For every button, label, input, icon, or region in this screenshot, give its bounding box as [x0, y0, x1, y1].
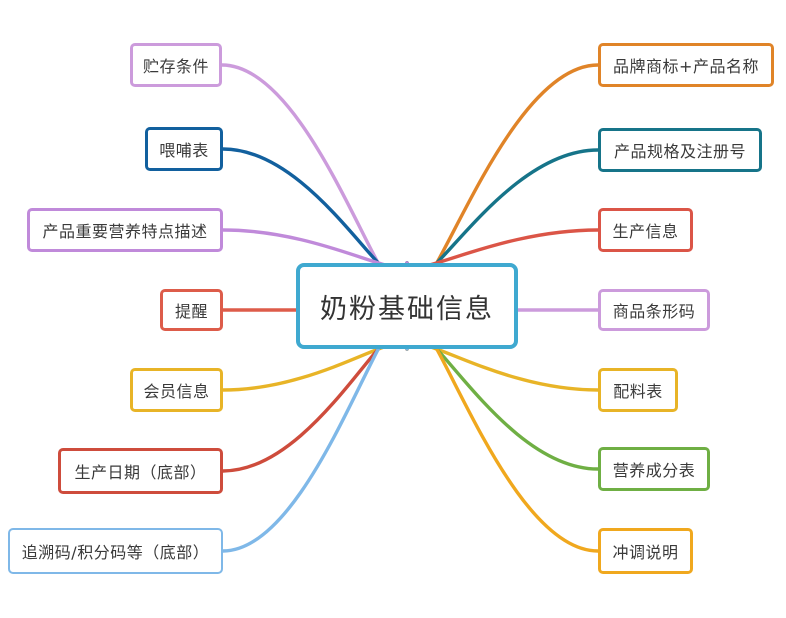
branch-node-label: 冲调说明 — [612, 543, 679, 562]
connector-spec-registration-no — [405, 148, 600, 281]
branch-node-label: 生产日期（底部） — [74, 463, 207, 482]
branch-node-reminder[interactable]: 提醒 — [160, 289, 223, 331]
branch-node-nutrition-feature-desc[interactable]: 产品重要营养特点描述 — [27, 208, 223, 252]
connector-brand-product-name — [405, 63, 600, 293]
branch-node-label: 提醒 — [174, 302, 208, 321]
branch-node-label: 商品条形码 — [612, 302, 696, 321]
branch-node-brand-product-name[interactable]: 品牌商标+产品名称 — [598, 43, 774, 87]
connector-member-info — [221, 341, 409, 392]
branch-node-barcode[interactable]: 商品条形码 — [598, 289, 710, 331]
connector-nutrition-table — [405, 330, 600, 471]
central-node-label: 奶粉基础信息 — [320, 293, 494, 325]
branch-node-member-info[interactable]: 会员信息 — [130, 368, 223, 412]
connector-preparation-instructions — [405, 318, 600, 553]
branch-node-label: 配料表 — [613, 382, 663, 401]
central-node[interactable]: 奶粉基础信息 — [296, 263, 518, 349]
branch-node-label: 品牌商标+产品名称 — [613, 57, 759, 76]
branch-node-label: 追溯码/积分码等（底部） — [21, 543, 210, 562]
branch-node-nutrition-table[interactable]: 营养成分表 — [598, 447, 710, 491]
branch-node-label: 产品规格及注册号 — [613, 142, 746, 161]
branch-node-preparation-instructions[interactable]: 冲调说明 — [598, 528, 693, 574]
branch-node-label: 生产信息 — [612, 222, 679, 241]
branch-node-production-date-bottom[interactable]: 生产日期（底部） — [58, 448, 223, 494]
branch-node-storage-conditions[interactable]: 贮存条件 — [130, 43, 222, 87]
branch-node-label: 营养成分表 — [612, 461, 696, 480]
branch-node-label: 喂哺表 — [159, 141, 209, 160]
branch-node-label: 产品重要营养特点描述 — [42, 222, 208, 241]
branch-node-ingredients-list[interactable]: 配料表 — [598, 368, 678, 412]
branch-node-spec-registration-no[interactable]: 产品规格及注册号 — [598, 128, 762, 172]
branch-node-label: 会员信息 — [143, 382, 210, 401]
connector-ingredients-list — [405, 341, 600, 392]
branch-node-production-info[interactable]: 生产信息 — [598, 208, 693, 252]
branch-node-traceability-code-bottom[interactable]: 追溯码/积分码等（底部） — [8, 528, 223, 574]
connector-storage-conditions — [220, 63, 409, 293]
branch-node-feeding-table[interactable]: 喂哺表 — [145, 127, 223, 171]
connector-production-date-bottom — [221, 330, 409, 473]
branch-node-label: 贮存条件 — [142, 57, 209, 76]
connector-feeding-table — [221, 147, 409, 281]
connector-traceability-code-bottom — [221, 318, 409, 553]
